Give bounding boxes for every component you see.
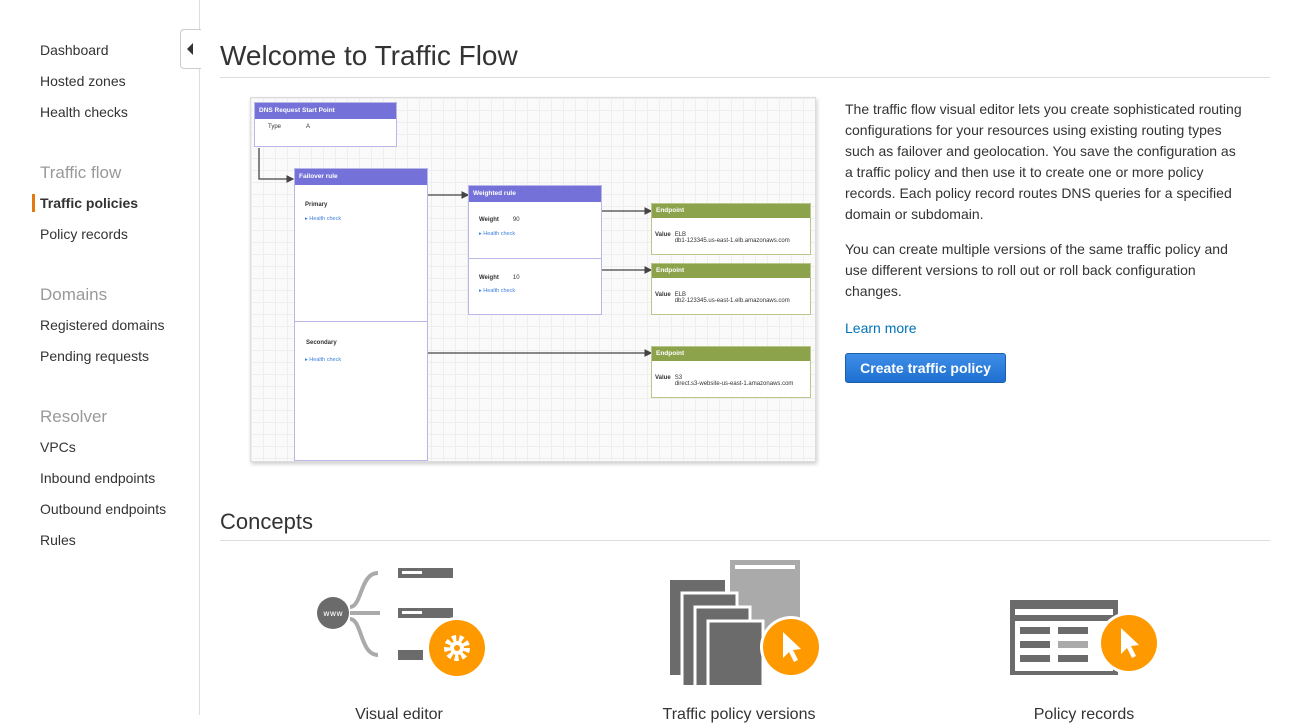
nav-vpcs[interactable]: VPCs (40, 439, 76, 455)
nav-hosted-zones[interactable]: Hosted zones (40, 73, 126, 89)
page-title: Welcome to Traffic Flow (220, 40, 518, 71)
nav-policy-records[interactable]: Policy records (40, 226, 128, 242)
nav-registered-domains[interactable]: Registered domains (40, 317, 165, 333)
nav-rules[interactable]: Rules (40, 532, 76, 548)
divider (220, 540, 1270, 541)
concept-label-policy-records: Policy records (1033, 706, 1135, 723)
sidebar: Dashboard Hosted zones Health checks Tra… (0, 0, 200, 715)
nav-pending-requests[interactable]: Pending requests (40, 348, 149, 364)
nav-traffic-policies[interactable]: Traffic policies (40, 195, 139, 211)
concepts-heading: Concepts (220, 509, 313, 534)
active-indicator (32, 194, 35, 212)
description-paragraph: The traffic flow visual editor lets you … (845, 101, 1242, 222)
policy-records-icon (1010, 600, 1160, 675)
nav-heading-traffic-flow: Traffic flow (40, 163, 122, 182)
collapse-sidebar-button[interactable] (180, 29, 201, 69)
failover-rule-node: Failover rule Primary ▸ Health check Sec… (294, 168, 428, 461)
concept-label-traffic-policy-versions: Traffic policy versions (662, 706, 816, 723)
description: The traffic flow visual editor lets you … (845, 99, 1245, 316)
nav-outbound-endpoints[interactable]: Outbound endpoints (40, 501, 167, 517)
svg-text:www: www (323, 609, 343, 618)
divider (220, 77, 1270, 78)
learn-more-link[interactable]: Learn more (845, 320, 917, 336)
nav-inbound-endpoints[interactable]: Inbound endpoints (40, 470, 156, 486)
nav-dashboard[interactable]: Dashboard (40, 42, 109, 58)
health-check-link[interactable]: ▸ Health check (305, 357, 342, 363)
traffic-policy-versions-icon (670, 560, 822, 685)
health-check-link[interactable]: ▸ Health check (479, 231, 516, 237)
visual-editor-icon: www (317, 568, 488, 679)
caret-left-icon (187, 43, 193, 55)
concept-label-visual-editor: Visual editor (355, 706, 443, 723)
health-check-link[interactable]: ▸ Health check (479, 288, 516, 294)
nav-heading-resolver: Resolver (40, 407, 108, 426)
diagram-connectors (258, 148, 653, 357)
description-paragraph: You can create multiple versions of the … (845, 241, 1228, 299)
nav-heading-domains: Domains (40, 285, 108, 304)
health-check-link[interactable]: ▸ Health check (305, 216, 342, 222)
create-traffic-policy-button[interactable]: Create traffic policy (845, 353, 1006, 383)
nav-health-checks[interactable]: Health checks (40, 104, 128, 120)
